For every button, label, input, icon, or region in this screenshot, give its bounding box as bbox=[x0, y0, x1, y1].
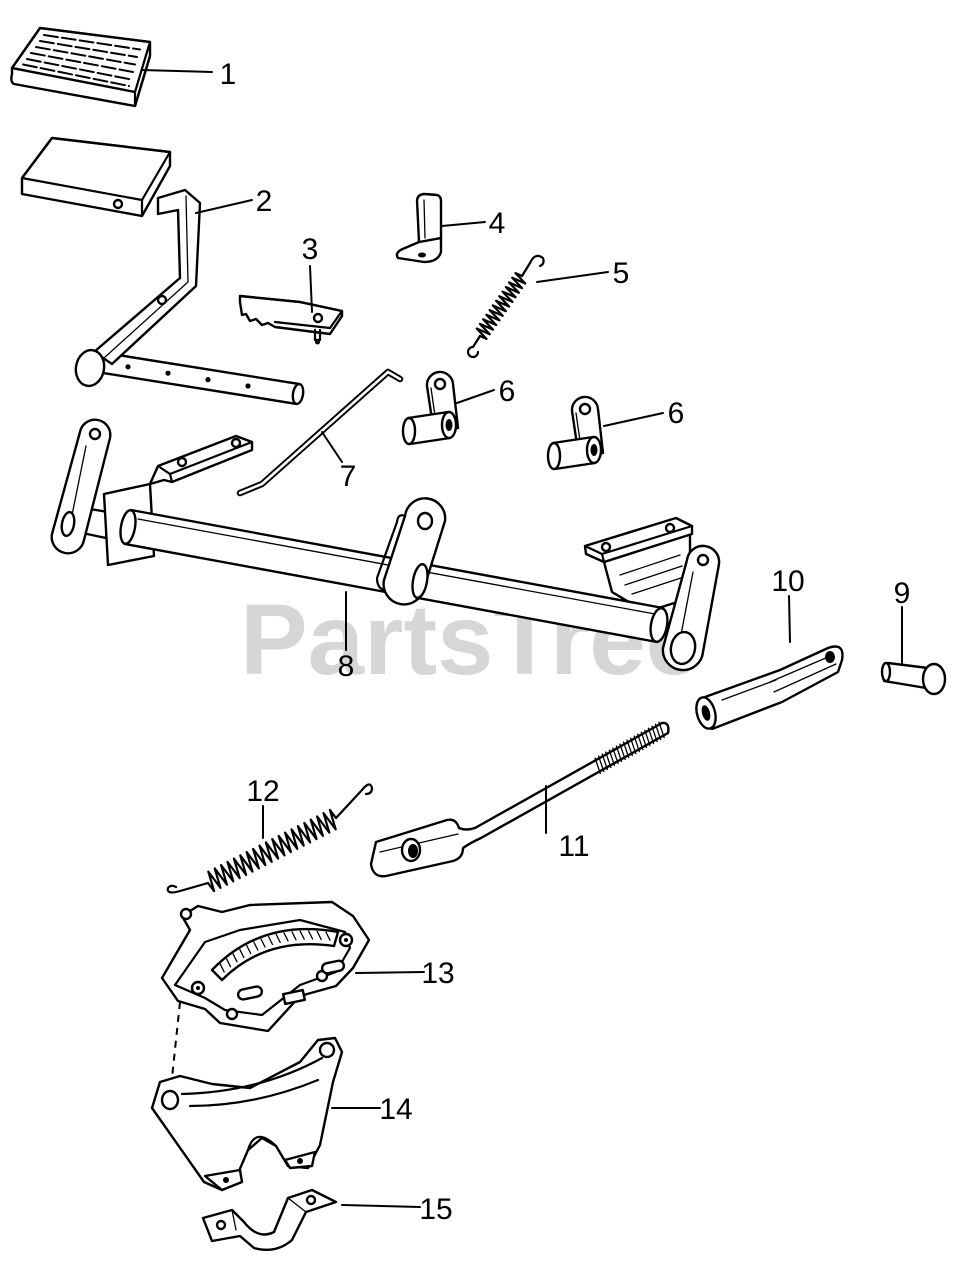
leader-10 bbox=[788, 595, 791, 643]
part-10-yoke bbox=[695, 645, 844, 731]
callout-1[interactable]: 1 bbox=[220, 58, 237, 91]
callout-2[interactable]: 2 bbox=[256, 185, 273, 218]
callout-9[interactable]: 9 bbox=[894, 577, 911, 610]
leader-6b bbox=[603, 412, 664, 427]
housing-13-hatch bbox=[219, 930, 331, 973]
callout-numbers: 1 2 3 4 5 6 6 7 8 9 10 11 12 13 14 15 bbox=[220, 58, 911, 1226]
part-5-spring bbox=[466, 254, 545, 359]
leader-6a bbox=[456, 389, 495, 404]
callout-5[interactable]: 5 bbox=[613, 257, 630, 290]
callout-8[interactable]: 8 bbox=[338, 650, 355, 683]
leader-4 bbox=[441, 221, 486, 227]
leader-13 bbox=[355, 971, 425, 974]
leader-5 bbox=[536, 271, 609, 283]
part-6-crank-second bbox=[546, 395, 605, 471]
spring-5-coil bbox=[475, 272, 527, 340]
callout-14[interactable]: 14 bbox=[379, 1093, 412, 1126]
leader-lines bbox=[141, 69, 903, 1208]
callout-12[interactable]: 12 bbox=[246, 775, 279, 808]
part-15-strap-bracket bbox=[201, 1188, 338, 1251]
part-7-rod bbox=[236, 368, 404, 497]
leader-3 bbox=[309, 265, 313, 313]
leader-2 bbox=[195, 199, 253, 214]
part-4-clip bbox=[395, 192, 443, 264]
leader-7 bbox=[321, 431, 343, 463]
assembly-dashed-line bbox=[171, 1001, 181, 1079]
part-3-ratchet-plate bbox=[238, 294, 344, 345]
rod-11-threads bbox=[594, 721, 665, 775]
leader-15 bbox=[341, 1204, 421, 1208]
callout-13[interactable]: 13 bbox=[421, 957, 454, 990]
callout-6a[interactable]: 6 bbox=[499, 375, 516, 408]
part-14-mounting-bracket bbox=[150, 1036, 344, 1192]
callout-4[interactable]: 4 bbox=[489, 207, 506, 240]
leader-1 bbox=[141, 69, 213, 73]
callout-15[interactable]: 15 bbox=[419, 1193, 452, 1226]
callout-3[interactable]: 3 bbox=[302, 233, 319, 266]
callout-10[interactable]: 10 bbox=[771, 565, 804, 598]
callout-7[interactable]: 7 bbox=[340, 460, 357, 493]
part-13-brake-housing bbox=[160, 900, 371, 1033]
part-11-threaded-rod bbox=[369, 721, 670, 878]
part-12-spring bbox=[166, 783, 374, 894]
spring-12-coil bbox=[206, 808, 338, 893]
callout-11[interactable]: 11 bbox=[558, 830, 589, 863]
callout-6b[interactable]: 6 bbox=[668, 397, 685, 430]
part-1-pedal-pad bbox=[10, 26, 152, 108]
part-2-brake-pedal bbox=[20, 136, 305, 406]
part-9-clevis-pin bbox=[880, 661, 947, 696]
part-6-crank bbox=[401, 370, 460, 446]
part-8-cross-shaft bbox=[50, 418, 721, 672]
